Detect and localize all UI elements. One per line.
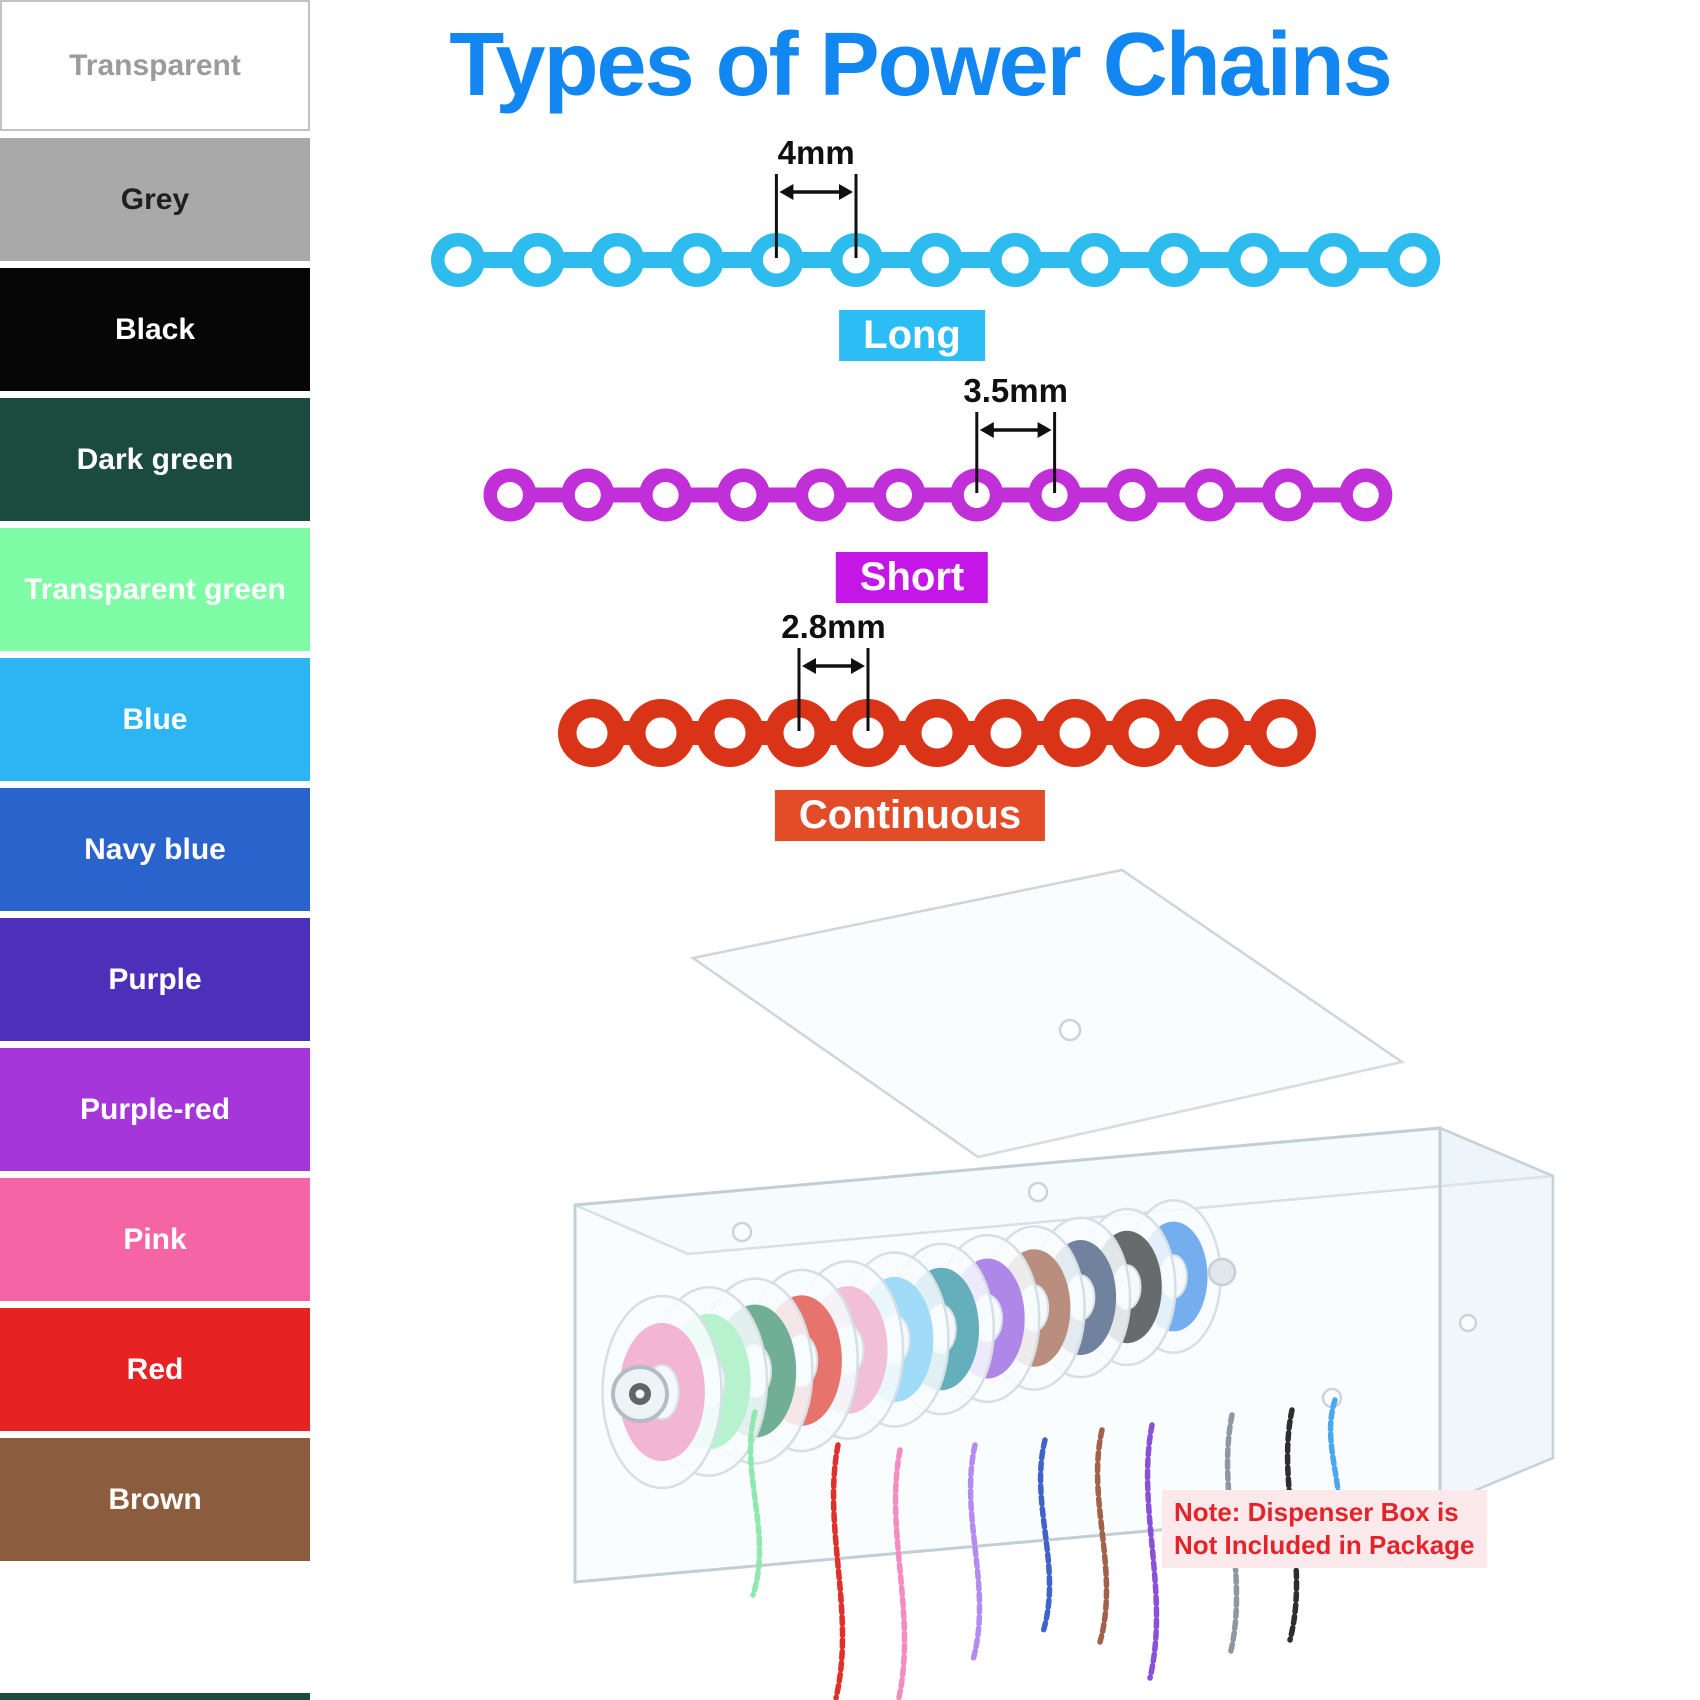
swatch-label: Red xyxy=(126,1353,184,1386)
color-swatch-brown: Brown xyxy=(0,1438,310,1561)
swatch-label: Blue xyxy=(122,703,188,736)
hanging-chain-strand xyxy=(967,1442,983,1663)
swatch-label: Navy blue xyxy=(84,833,226,866)
note-box: Note: Dispenser Box is Not Included in P… xyxy=(1162,1490,1487,1568)
swatch-label: Transparent green xyxy=(24,573,286,606)
swatch-label: Transparent xyxy=(69,49,241,82)
color-swatch-grey: Grey xyxy=(0,138,310,261)
color-swatch-black: Black xyxy=(0,268,310,391)
chain-diagram-long: 4mm xyxy=(431,134,1441,287)
spool-row xyxy=(601,1199,1222,1490)
svg-text:3.5mm: 3.5mm xyxy=(963,372,1068,409)
color-swatch-transparent-green: Transparent green xyxy=(0,528,310,651)
hanging-chain-strand xyxy=(1094,1427,1110,1645)
swatch-label: Purple xyxy=(108,963,202,996)
acrylic-box xyxy=(574,1126,1555,1507)
hanging-chain-strand xyxy=(1037,1437,1053,1635)
color-swatch-dark-green: Dark green xyxy=(0,398,310,521)
swatch-label: Dark green xyxy=(76,443,234,476)
axle-right-cap xyxy=(1207,1257,1237,1287)
hanging-chain-strand xyxy=(892,1447,908,1700)
color-swatch-purple-red: Purple-red xyxy=(0,1048,310,1171)
axle-caps xyxy=(611,1257,1237,1423)
axle-end-cap-dot xyxy=(635,1389,645,1399)
swatch-label: Black xyxy=(114,313,196,346)
chain-type-label-continuous: Continuous xyxy=(774,790,1046,841)
color-swatch-transparent: Transparent xyxy=(0,0,310,131)
swatch-label: Pink xyxy=(123,1223,187,1256)
color-swatch-partial xyxy=(0,1568,310,1686)
color-swatch-pink: Pink xyxy=(0,1178,310,1301)
chain-type-label-long: Long xyxy=(839,310,985,361)
dispenser-box-photo xyxy=(573,868,1555,1700)
acrylic-lid xyxy=(689,868,1406,1159)
color-swatch-navy-blue: Navy blue xyxy=(0,788,310,911)
hanging-chain-strand xyxy=(747,1409,763,1598)
hanging-chain-strand xyxy=(830,1442,846,1700)
swatch-label: Grey xyxy=(120,183,190,216)
color-swatch-red: Red xyxy=(0,1308,310,1431)
color-swatch-purple: Purple xyxy=(0,918,310,1041)
lid-hole xyxy=(1058,1018,1082,1042)
swatch-label: Purple-red xyxy=(79,1093,231,1126)
svg-text:2.8mm: 2.8mm xyxy=(781,608,886,645)
color-swatch-partial xyxy=(0,1693,310,1700)
page-title: Types of Power Chains xyxy=(449,15,1393,115)
chain-type-label-short: Short xyxy=(835,552,989,603)
svg-text:4mm: 4mm xyxy=(778,134,855,171)
chain-diagram-continuous: 2.8mm xyxy=(558,608,1316,767)
hanging-chain-strand xyxy=(1144,1422,1160,1681)
note-line1: Note: Dispenser Box is xyxy=(1174,1497,1459,1527)
color-swatch-blue: Blue xyxy=(0,658,310,781)
swatch-label: Brown xyxy=(108,1483,202,1516)
note-line2: Not Included in Package xyxy=(1174,1530,1475,1560)
main-area: Types of Power Chains Note: Dispenser Bo… xyxy=(310,0,1700,1700)
chain-diagram-short: 3.5mm xyxy=(483,372,1393,522)
